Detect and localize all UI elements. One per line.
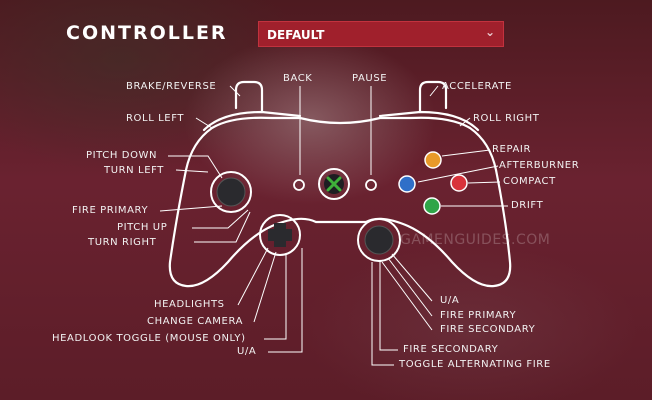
label-afterburner: AFTERBURNER [499,160,580,171]
right-stick-ring [357,218,401,262]
button-x [398,175,416,193]
label-pitch-up: PITCH UP [117,222,168,233]
right-stick [364,225,394,255]
button-b [450,174,468,192]
watermark: GAMENGUIDES.COM [400,232,551,248]
label-fire-primary-left: FIRE PRIMARY [72,205,149,216]
button-a [423,197,441,215]
label-headlook-toggle: HEADLOOK TOGGLE (MOUSE ONLY) [52,333,246,344]
xbox-x-icon [326,176,342,192]
pause-button [365,179,377,191]
label-fire-secondary-right: FIRE SECONDARY [440,324,536,335]
left-stick [216,177,246,207]
right-bumper [378,110,480,132]
label-toggle-alternating-fire: TOGGLE ALTERNATING FIRE [399,359,551,370]
label-brake-reverse: BRAKE/REVERSE [126,81,217,92]
label-pitch-down: PITCH DOWN [86,150,158,161]
left-stick-ring [210,171,252,213]
label-headlights: HEADLIGHTS [154,299,225,310]
label-fire-primary-right: FIRE PRIMARY [440,310,517,321]
label-ua-left: U/A [237,346,257,357]
label-accelerate: ACCELERATE [442,81,512,92]
label-fire-secondary-bottom: FIRE SECONDARY [403,344,499,355]
left-bumper [202,110,302,132]
label-roll-left: ROLL LEFT [126,113,185,124]
label-change-camera: CHANGE CAMERA [147,316,244,327]
label-pause: PAUSE [352,73,388,84]
leader-lines [159,85,508,366]
left-trigger [234,80,264,114]
label-turn-left: TURN LEFT [104,165,165,176]
guide-button [318,168,350,200]
chevron-down-icon: ⌄ [484,25,495,39]
label-back: BACK [283,73,313,84]
dpad-ring [259,214,301,256]
right-trigger [418,80,448,114]
dpad [268,223,292,247]
controller-preset-dropdown[interactable]: DEFAULT ⌄ [258,21,504,47]
preset-value: DEFAULT [267,28,325,42]
label-ua-right: U/A [440,295,460,306]
label-drift: DRIFT [511,200,544,211]
button-y [424,151,442,169]
label-repair: REPAIR [492,144,531,155]
page-title: CONTROLLER [66,22,228,44]
label-turn-right: TURN RIGHT [88,237,157,248]
label-roll-right: ROLL RIGHT [473,113,540,124]
label-compact: COMPACT [503,176,556,187]
back-button [293,179,305,191]
